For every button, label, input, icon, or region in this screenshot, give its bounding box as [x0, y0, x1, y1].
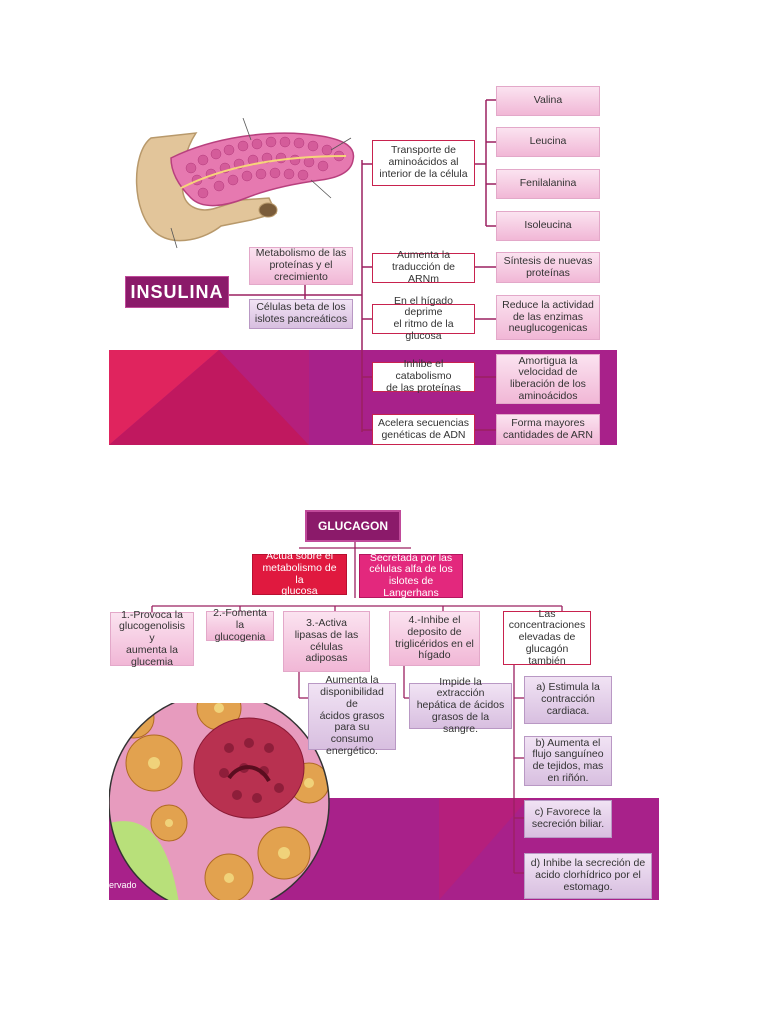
secreted-box: Secretada por las células alfa de los is…: [359, 554, 463, 598]
result-arn: Forma mayores cantidades de ARN: [496, 414, 600, 445]
also-b: b) Aumenta el flujo sanguíneo de tejidos…: [524, 736, 612, 786]
celulas-beta-box: Células beta de los islotes pancreáticos: [249, 299, 353, 329]
result-valina: Valina: [496, 86, 600, 116]
also-c: c) Favorece la secreción biliar.: [524, 800, 612, 838]
item-glucogenia: 2.-Fomenta la glucogenia: [206, 611, 274, 641]
item-glucogenolisis: 1.-Provoca la glucogenolisis y aumenta l…: [110, 612, 194, 666]
item-lipasas: 3.-Activa lipasas de las células adiposa…: [283, 611, 370, 672]
effect-traduccion: Aumenta la traducción de ARNm: [372, 253, 475, 283]
glucagon-panel: ervado GLUCAGON Actúa sobre el metabolis…: [109, 508, 659, 900]
effect-catabolismo: Inhibe el catabolismo de las proteínas: [372, 362, 475, 392]
also-d: d) Inhibe la secreción de acido clorhídr…: [524, 853, 652, 899]
acts-glucosa-box: Actúa sobre el metabolismo de la glucosa: [252, 554, 347, 595]
result-leucina: Leucina: [496, 127, 600, 157]
metabolismo-box: Metabolismo de las proteínas y el crecim…: [249, 247, 353, 285]
result-isoleucina: Isoleucina: [496, 211, 600, 241]
item-concentraciones: Las concentraciones elevadas de glucagón…: [503, 611, 591, 665]
effect-adn: Acelera secuencias genéticas de ADN: [372, 414, 475, 445]
also-a: a) Estimula la contracción cardiaca.: [524, 676, 612, 724]
result-fenilalanina: Fenilalanina: [496, 169, 600, 199]
glucagon-title: GLUCAGON: [305, 510, 401, 542]
effect-transporte: Transporte de aminoácidos al interior de…: [372, 140, 475, 186]
result-reduce: Reduce la actividad de las enzimas neugl…: [496, 295, 600, 340]
result-amortigua: Amortigua la velocidad de liberación de …: [496, 354, 600, 404]
lipasas-result: Aumenta la disponibilidad de ácidos gras…: [308, 683, 396, 750]
result-sintesis: Síntesis de nuevas proteínas: [496, 252, 600, 283]
effect-higado: En el hígado deprime el ritmo de la gluc…: [372, 304, 475, 334]
insulina-panel: INSULINA Metabolismo de las proteínas y …: [109, 80, 617, 445]
insulina-title: INSULINA: [125, 276, 229, 308]
item-deposito: 4.-Inhibe el deposito de triglicéridos e…: [389, 611, 480, 666]
deposito-result: Impide la extracción hepática de ácidos …: [409, 683, 512, 729]
